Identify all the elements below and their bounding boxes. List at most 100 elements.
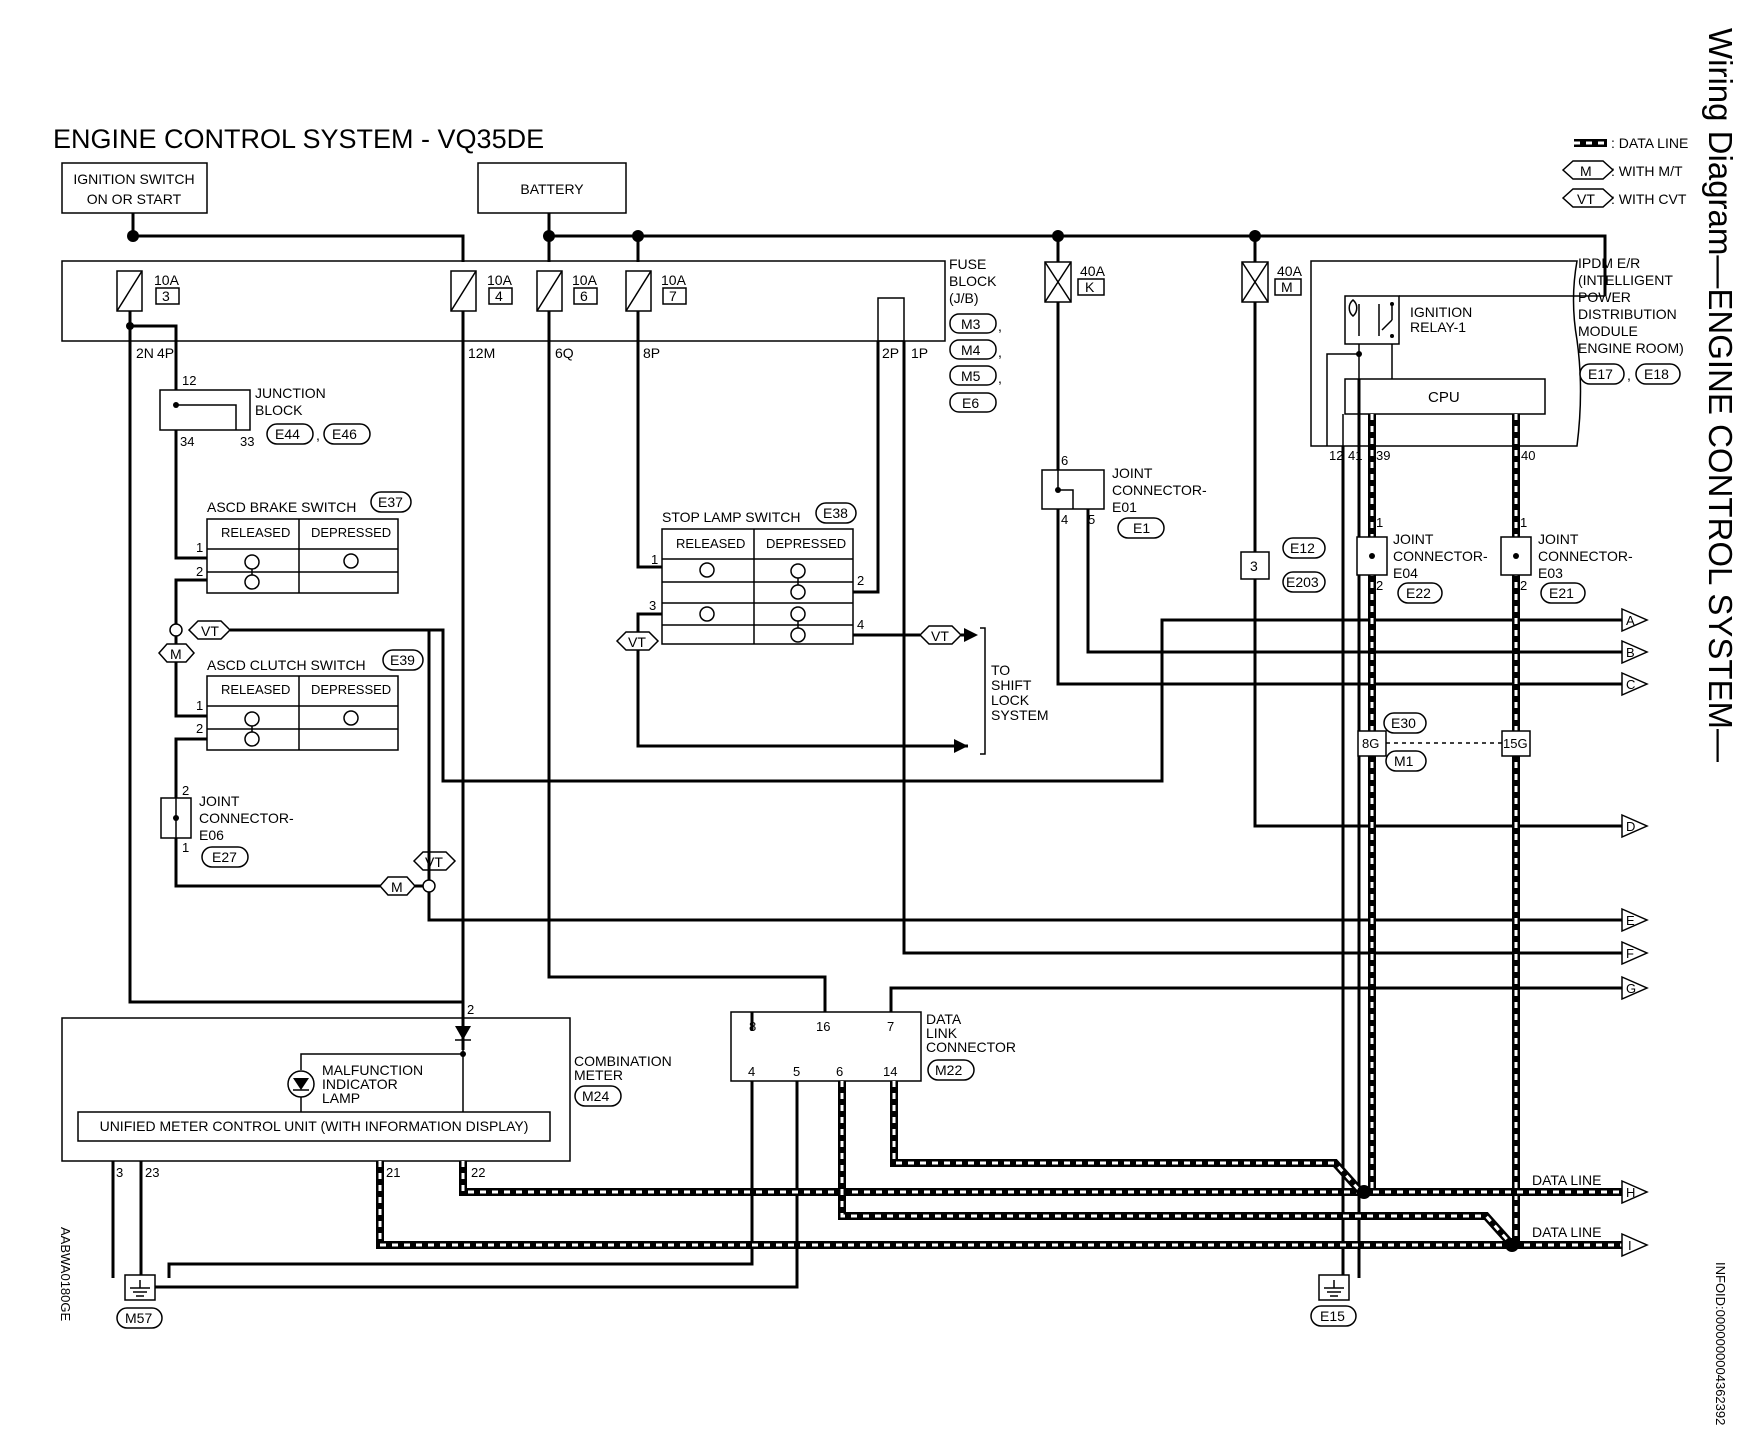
svg-text:1: 1 [196,698,203,713]
fuse-block [61,260,946,342]
svg-text:34: 34 [180,434,194,449]
svg-text:3: 3 [162,288,170,304]
svg-text:A: A [1626,613,1635,628]
arrow-i: I [1621,1232,1649,1258]
page-title: ENGINE CONTROL SYSTEM - VQ35DE [53,124,544,154]
vt-tag-2: VT [931,628,949,644]
svg-text:E37: E37 [378,494,403,510]
svg-text:7: 7 [669,288,677,304]
joint-connector-e01-label: JOINT CONNECTOR- E01 E1 [1112,465,1207,539]
svg-text:10A: 10A [572,272,598,288]
svg-text:CONNECTOR-: CONNECTOR- [1393,548,1488,564]
svg-text:E04: E04 [1393,565,1418,581]
ipdm-label: IPDM E/R (INTELLIGENT POWER DISTRIBUTION… [1578,255,1684,385]
battery-label: BATTERY [520,181,584,197]
ascd-clutch-switch-title: ASCD CLUTCH SWITCH [207,657,366,673]
combination-meter [61,1017,571,1162]
svg-text:RELAY-1: RELAY-1 [1410,319,1466,335]
vt-tag-1: VT [201,623,219,639]
svg-text:5: 5 [793,1064,800,1079]
svg-text:E39: E39 [390,652,415,668]
fuse-6: 10A 6 [536,270,598,312]
svg-text:JOINT: JOINT [1538,531,1579,547]
svg-text:K: K [1085,279,1095,295]
svg-text:21: 21 [386,1165,400,1180]
arrow-a: A [1621,607,1649,633]
svg-text:E44: E44 [275,426,300,442]
svg-text:4: 4 [1061,512,1068,527]
fuse-k: 40A K [1044,261,1106,303]
svg-text:LAMP: LAMP [322,1090,360,1106]
legend-mt-tag: M [1580,163,1592,179]
pin-2n: 2N [136,345,154,361]
ignition-switch-box [61,162,208,214]
svg-text:33: 33 [240,434,254,449]
data-line-i-label: DATA LINE [1532,1224,1602,1240]
svg-text:POWER: POWER [1578,289,1631,305]
svg-text:40A: 40A [1277,263,1303,279]
svg-text:7: 7 [887,1019,894,1034]
arrow-g: G [1621,975,1649,1001]
svg-text:E1: E1 [1133,520,1150,536]
svg-text:E46: E46 [332,426,357,442]
svg-text:22: 22 [471,1165,485,1180]
svg-text:CONNECTOR: CONNECTOR [926,1039,1016,1055]
svg-text:M5: M5 [961,368,981,384]
svg-text:10A: 10A [154,272,180,288]
svg-text:I: I [1628,1238,1632,1253]
fuse-3: 10A 3 [116,270,180,312]
fuse-m: 40A M [1241,261,1303,303]
stop-lamp-switch: RELEASED DEPRESSED [661,528,854,645]
svg-text:E30: E30 [1391,715,1416,731]
svg-text:M3: M3 [961,316,981,332]
ground-e15-label: E15 [1320,1308,1345,1324]
fuse-7: 10A 7 [625,270,687,312]
ascd-brake-switch-title: ASCD BRAKE SWITCH [207,499,356,515]
svg-text:10A: 10A [487,272,513,288]
svg-text:FUSE: FUSE [949,256,986,272]
svg-text:1: 1 [182,840,189,855]
ascd-brake-switch: RELEASED DEPRESSED [206,518,399,594]
shift-lock-label: TO SHIFT LOCK SYSTEM [991,662,1049,723]
svg-text:4: 4 [748,1064,755,1079]
combination-meter-label: COMBINATION METER M24 [574,1053,672,1107]
svg-text:6: 6 [580,288,588,304]
legend-data-line: : DATA LINE [1611,135,1688,151]
svg-text:MODULE: MODULE [1578,323,1638,339]
svg-text:MALFUNCTION: MALFUNCTION [322,1062,423,1078]
svg-text:JOINT: JOINT [1393,531,1434,547]
ground-e15-icon [1318,1274,1350,1301]
data-line-h-label: DATA LINE [1532,1172,1602,1188]
svg-text:8G: 8G [1362,736,1379,751]
svg-text:14: 14 [883,1064,897,1079]
info-id: INFOID:0000000004362392 [1713,1262,1728,1425]
fuse-block-internal-link [877,297,905,342]
svg-text:D: D [1626,819,1635,834]
arrow-f: F [1621,940,1649,966]
svg-text:4: 4 [495,288,503,304]
svg-text:12: 12 [1329,448,1343,463]
svg-text:4: 4 [857,617,864,632]
svg-text:E18: E18 [1644,366,1669,382]
svg-text:,: , [998,370,1002,386]
svg-text:BLOCK: BLOCK [255,402,303,418]
arrow-d: D [1621,813,1649,839]
svg-text:E06: E06 [199,827,224,843]
svg-text:CPU: CPU [1428,389,1460,406]
svg-text:RELEASED: RELEASED [221,682,290,697]
svg-text:DEPRESSED: DEPRESSED [311,525,391,540]
data-link-connector [730,1011,922,1082]
svg-text:15G: 15G [1503,736,1528,751]
ignition-switch-label-2: ON OR START [87,191,182,207]
svg-text:40: 40 [1521,448,1535,463]
svg-text:G: G [1626,981,1636,996]
svg-text:LINK: LINK [926,1025,958,1041]
pin-6q: 6Q [555,345,574,361]
svg-text:6: 6 [1061,453,1068,468]
svg-text:3: 3 [649,598,656,613]
svg-text:2: 2 [467,1002,474,1017]
svg-text:B: B [1626,645,1635,660]
joint-connector-e03-label: JOINT CONNECTOR- E03 E21 [1538,531,1633,604]
ipdm-cpu [1344,378,1546,415]
